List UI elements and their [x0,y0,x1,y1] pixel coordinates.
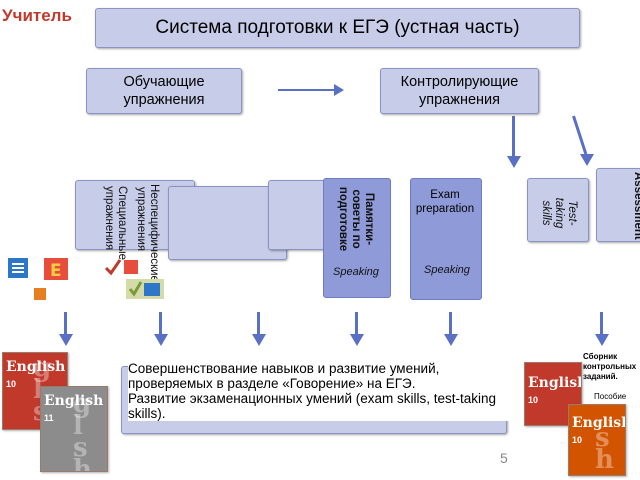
memo-speaking-label: Speaking [333,266,379,278]
arrow-f-line [600,312,603,334]
book-title: English 10 [6,359,66,389]
description-text: Совершенствование навыков и развитие уме… [128,361,510,421]
exam-prep-label: Exam preparation [415,189,475,215]
description-box: Совершенствование навыков и развитие уме… [121,361,510,434]
nonspecial-exercises-label: Неспецифические упражнения [135,184,160,282]
arrow-e-line [449,312,452,334]
memo-label: Памятки-советы по подготовке [337,186,375,252]
down-arrow-2-head [580,154,594,166]
arrow-d-line [355,312,358,334]
exam-speaking-label: Speaking [424,264,470,276]
arrow-c-head [252,334,266,346]
teacher-label: Учитель [2,6,72,25]
arrow-a-line [64,312,67,334]
arrow-d-head [350,334,364,346]
book-title: English 10 [528,375,582,405]
assessment-box [596,168,640,242]
down-arrow-1-head [507,156,521,168]
orange-icon [34,288,46,300]
book-title: English 11 [44,393,104,423]
down-arrow-1-line [512,116,515,156]
letter-e-icon: E [44,258,68,280]
nonspecial-exercises-box [168,186,287,260]
list-icon [8,258,28,278]
test-taking-box [527,178,589,242]
memo-column [323,178,391,298]
svg-text:E: E [50,261,62,280]
arrow-c-line [257,312,260,334]
arrow-f-head [595,334,609,346]
assessment-label: Assessment [632,172,640,240]
control-tasks-caption: Сборник контрольных заданий. [583,352,637,381]
right-arrow [278,84,344,96]
training-exercises-box: Обучающие упражнения [86,68,242,114]
control-exercises-box: Контролирующие упражнения [380,68,539,114]
checklist-icon [126,279,164,299]
arrow-e-head [444,334,458,346]
check-icon [104,259,122,276]
book-title: English 10 [572,415,626,445]
letter-e-small-icon [124,260,138,274]
test-taking-label: Test-taking skills [540,197,578,229]
arrow-b-head [154,334,168,346]
training-exercises-label: Обучающие упражнения [123,73,205,108]
special-exercises-label: Специальные упражнения [103,186,128,261]
down-arrow-2-line [572,115,588,155]
page-title: Система подготовки к ЕГЭ (устная часть) [95,8,580,48]
arrow-a-head [59,334,73,346]
control-exercises-label: Контролирующие упражнения [400,73,519,108]
exam-prep-column [410,178,482,300]
page-number: 5 [500,450,508,466]
control-tasks-subcaption: Пособие [594,392,627,401]
arrow-b-line [159,312,162,334]
